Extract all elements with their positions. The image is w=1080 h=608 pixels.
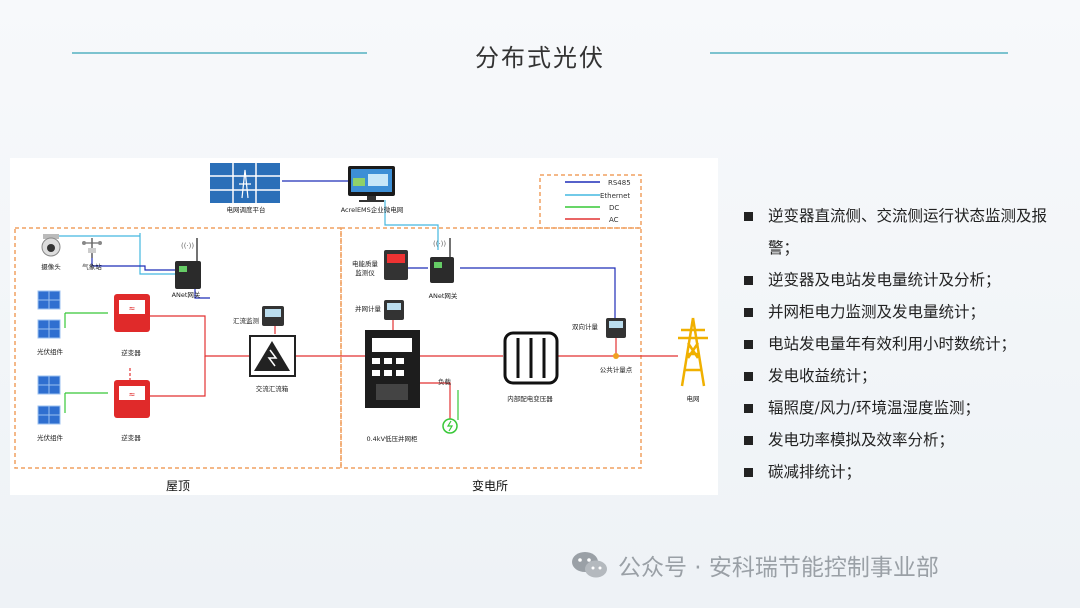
inverter-bottom-label: 逆变器 [121, 433, 141, 442]
grid-label: 电网 [687, 394, 700, 403]
legend-rs485: RS485 [608, 179, 631, 187]
dc-monitor-label: 汇流监测 [233, 316, 260, 325]
power-quality-label-2: 监测仪 [355, 268, 375, 277]
watermark: 公众号 · 安科瑞节能控制事业部 [570, 548, 939, 582]
system-diagram: RS485 Ethernet DC AC 电网 [10, 158, 718, 495]
legend-dc: DC [609, 204, 619, 212]
page-title: 分布式光伏 [475, 44, 605, 72]
gateway-right-label: ANet网关 [429, 291, 458, 300]
zone-substation-border [340, 227, 642, 469]
pv-bottom-label: 光伏组件 [37, 433, 64, 442]
ems-monitor-icon [348, 166, 395, 202]
transformer-label: 内部配电变压器 [507, 394, 553, 403]
svg-text:≈: ≈ [129, 390, 136, 399]
wechat-icon [572, 552, 607, 578]
pv-panels-top-icon [37, 290, 61, 339]
feature-item: 并网柜电力监测及发电量统计； [740, 296, 1070, 328]
legend-border [539, 174, 642, 229]
power-quality-monitor-icon [384, 250, 408, 280]
gateway-left-icon: ((·)) [175, 238, 201, 289]
zone-roof-border [14, 227, 342, 469]
svg-text:((·)): ((·)) [433, 240, 446, 248]
load-icon [442, 418, 458, 434]
pv-top-label: 光伏组件 [37, 347, 64, 356]
dispatch-platform-icon [210, 163, 280, 203]
svg-text:((·)): ((·)) [181, 242, 194, 250]
cabinet-label: 0.4kV低压并网柜 [366, 434, 418, 443]
lv-cabinet-icon [365, 330, 420, 408]
title-divider-right [710, 52, 1008, 54]
feature-item: 电站发电量年有效利用小时数统计； [740, 328, 1070, 360]
title-divider-left [72, 52, 367, 54]
legend: RS485 Ethernet DC AC [565, 179, 631, 224]
dc-monitor-meter-icon [262, 306, 284, 326]
power-quality-label-1: 电能质量 [352, 259, 379, 268]
inverter-top-label: 逆变器 [121, 348, 141, 357]
feature-item: 发电功率模拟及效率分析； [740, 424, 1070, 456]
public-meter-point [613, 353, 619, 359]
power-tower-icon [678, 317, 708, 387]
svg-text:≈: ≈ [129, 304, 136, 313]
legend-ac: AC [609, 216, 619, 224]
platform-label: 电网调度平台 [227, 205, 266, 214]
combiner-label: 交流汇流箱 [256, 384, 289, 393]
bidirectional-meter-icon [606, 318, 626, 338]
feature-item: 碳减排统计； [740, 456, 1070, 488]
legend-ethernet: Ethernet [600, 192, 630, 200]
combiner-box-icon [249, 335, 296, 377]
zone-substation-label: 变电所 [472, 478, 508, 493]
gateway-left-label: ANet网关 [172, 290, 201, 299]
load-label: 负载 [438, 377, 452, 386]
inverter-bottom-icon: ≈ [114, 380, 150, 418]
camera-icon [41, 234, 61, 257]
weather-label: 气象站 [82, 262, 102, 271]
pv-panels-bottom-icon [37, 375, 61, 425]
watermark-text: 公众号 · 安科瑞节能控制事业部 [618, 555, 939, 581]
grid-meter-label: 并网计量 [355, 304, 382, 313]
camera-label: 摄像头 [41, 262, 61, 271]
transformer-icon [503, 331, 559, 385]
feature-item: 辐照度/风力/环境温湿度监测； [740, 392, 1070, 424]
feature-item: 逆变器直流侧、交流侧运行状态监测及报警； [740, 200, 1070, 264]
gateway-right-icon: ((·)) [430, 238, 454, 283]
public-meter-label: 公共计量点 [600, 365, 633, 374]
feature-item: 逆变器及电站发电量统计及分析； [740, 264, 1070, 296]
weather-station-icon [82, 238, 102, 258]
inverter-top-icon: ≈ [114, 294, 150, 332]
zone-roof-label: 屋顶 [166, 479, 190, 493]
bidir-meter-label: 双向计量 [572, 322, 599, 331]
grid-meter-icon [384, 300, 404, 320]
ems-label: AcrelEMS企业微电网 [341, 205, 404, 214]
feature-list: 逆变器直流侧、交流侧运行状态监测及报警； 逆变器及电站发电量统计及分析； 并网柜… [740, 200, 1070, 488]
feature-item: 发电收益统计； [740, 360, 1070, 392]
